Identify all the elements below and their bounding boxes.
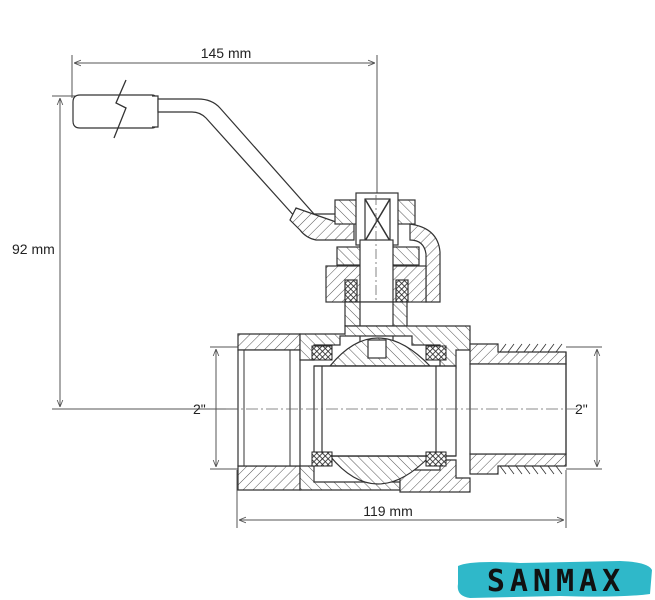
valve-ball [313,337,457,485]
dimension-width-bottom-label: 119 mm [363,503,413,519]
dimension-thread-right [566,346,602,470]
stem-assembly [325,192,441,360]
dimension-thread-right-label: 2" [575,401,588,417]
seat-rings [311,345,447,467]
dimension-width-top-label: 145 mm [201,45,252,61]
logo-brush-stroke [457,561,652,598]
dimension-width-bottom [236,470,567,528]
dimension-height-left-label: 92 mm [12,241,55,257]
dimension-thread-left-label: 2" [193,401,206,417]
dimension-width-top [71,55,378,196]
logo-text: SANMAX [487,564,625,599]
handle-lever [72,79,355,241]
sanmax-logo: SANMAX [457,561,652,599]
dimension-thread-left [210,346,242,470]
